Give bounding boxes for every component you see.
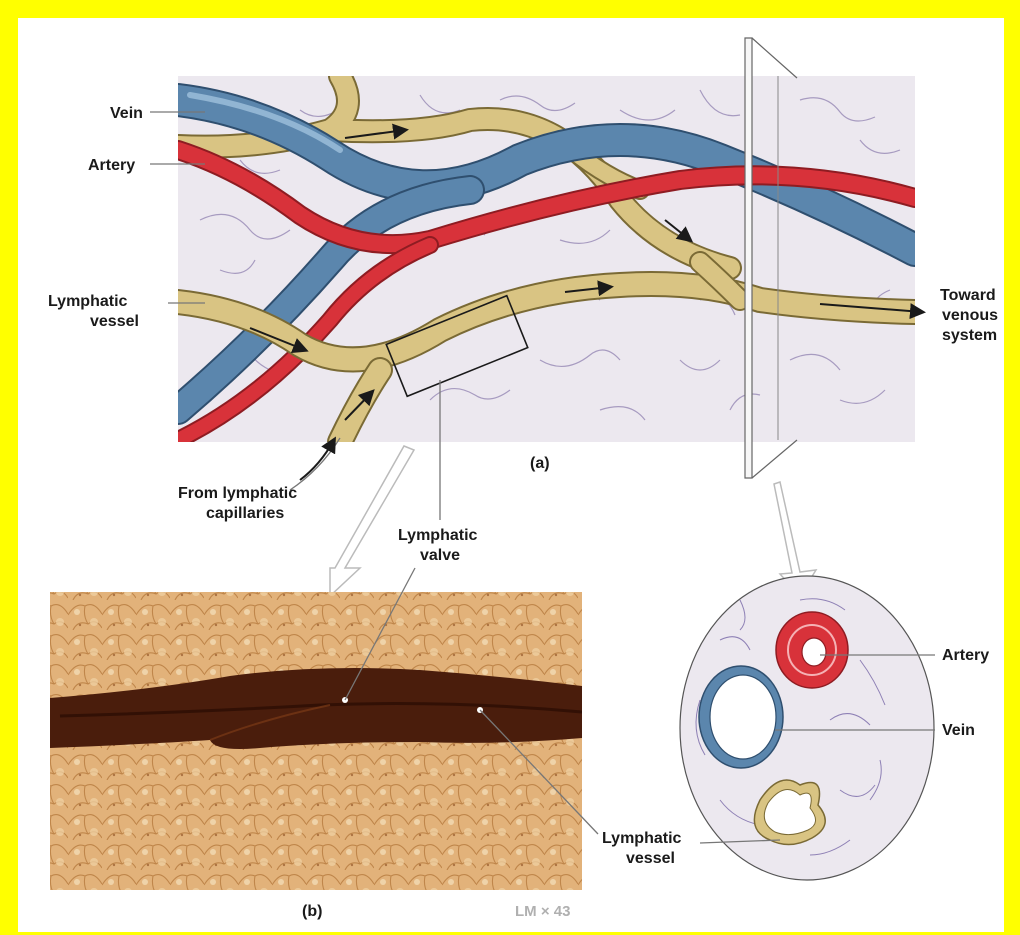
label-vein: Vein (110, 105, 143, 122)
label-cs-artery: Artery (942, 647, 989, 664)
label-toward-line1: Toward (940, 287, 996, 304)
micrograph (50, 592, 582, 890)
label-panel-b: (b) (302, 903, 322, 920)
label-panel-a: (a) (530, 455, 550, 472)
label-lymphatic-vessel-line1: Lymphatic (48, 293, 128, 310)
label-lymphatic-vessel-line2: vessel (90, 313, 139, 330)
label-valve-line2: valve (420, 547, 460, 564)
label-magnification: LM × 43 (515, 903, 570, 920)
label-from-line2: capillaries (206, 505, 284, 522)
to-micrograph-arrow (330, 446, 414, 596)
cross-section (680, 576, 934, 880)
label-from-line1: From lymphatic (178, 485, 297, 502)
label-artery: Artery (88, 157, 135, 174)
label-toward-line3: system (942, 327, 997, 344)
cs-vein (699, 666, 783, 768)
label-cs-lymph-line1: Lymphatic (602, 830, 682, 847)
panel-a-illustration (178, 38, 922, 478)
label-valve-line1: Lymphatic (398, 527, 478, 544)
label-cs-vein: Vein (942, 722, 975, 739)
label-cs-lymph-line2: vessel (626, 850, 675, 867)
label-toward-line2: venous (942, 307, 998, 324)
cs-artery (776, 612, 848, 688)
